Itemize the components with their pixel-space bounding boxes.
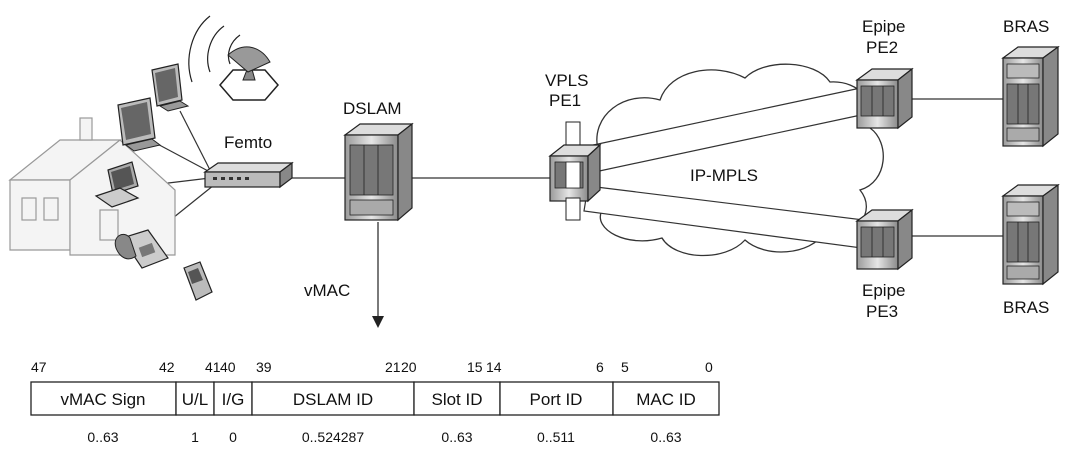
- vmac-field-names: vMAC Sign U/L I/G DSLAM ID Slot ID Port …: [60, 390, 695, 409]
- bit-40: 40: [220, 359, 236, 375]
- bras-bottom-server-icon: [1001, 183, 1060, 286]
- field-range-ul: 1: [191, 429, 199, 445]
- field-range-mac-id: 0..63: [650, 429, 681, 445]
- vpls-pe1-label: PE1: [549, 91, 581, 110]
- femto-label: Femto: [224, 133, 272, 152]
- field-name-port-id: Port ID: [530, 390, 583, 409]
- dslam-icon: [343, 122, 414, 222]
- field-box-mac-id: [612, 381, 720, 416]
- femto-modem-icon: [203, 161, 294, 189]
- field-box-ul: [175, 381, 215, 416]
- bit-21: 21: [385, 359, 401, 375]
- dslam-label: DSLAM: [343, 99, 402, 118]
- field-name-ig: I/G: [222, 390, 245, 409]
- monitor-icon-top: [151, 63, 190, 112]
- bras-top-label: BRAS: [1003, 17, 1049, 36]
- vpls-pe1-router-icon: [548, 121, 602, 221]
- field-range-ig: 0: [229, 429, 237, 445]
- epipe-pe3-label: PE3: [866, 302, 898, 321]
- vmac-label: vMAC: [304, 281, 350, 300]
- field-name-mac-id: MAC ID: [636, 390, 696, 409]
- field-name-vmac-sign: vMAC Sign: [60, 390, 145, 409]
- bit-6: 6: [596, 359, 604, 375]
- monitor-icon-middle: [117, 97, 162, 152]
- field-range-vmac-sign: 0..63: [87, 429, 118, 445]
- bit-47: 47: [31, 359, 47, 375]
- bit-20: 20: [401, 359, 417, 375]
- field-range-port-id: 0..511: [537, 429, 575, 445]
- vpls-label: VPLS: [545, 71, 588, 90]
- bit-15: 15: [467, 359, 483, 375]
- vmac-field-ranges: 0..63 1 0 0..524287 0..63 0..511 0..63: [87, 429, 681, 445]
- vmac-field-table: [30, 381, 720, 416]
- epipe-pe2-label: PE2: [866, 38, 898, 57]
- field-name-ul: U/L: [182, 390, 208, 409]
- field-range-dslam-id: 0..524287: [302, 429, 364, 445]
- epipe-bottom-label: Epipe: [862, 281, 905, 300]
- bit-39: 39: [256, 359, 272, 375]
- satellite-antenna-icon: [188, 15, 279, 101]
- epipe-top-label: Epipe: [862, 17, 905, 36]
- bras-top-server-icon: [1001, 45, 1060, 148]
- bras-bottom-label: BRAS: [1003, 298, 1049, 317]
- laptop-icon: [94, 161, 140, 208]
- field-box-dslam-id: [251, 381, 415, 416]
- epipe-pe3-router-icon: [855, 208, 914, 271]
- field-range-slot-id: 0..63: [441, 429, 472, 445]
- node-labels: Femto DSLAM VPLS PE1 IP-MPLS Epipe PE2 E…: [224, 17, 1049, 321]
- bit-0: 0: [705, 359, 713, 375]
- field-name-dslam-id: DSLAM ID: [293, 390, 373, 409]
- mobile-phone-icon: [183, 261, 213, 301]
- bit-position-labels: 47 42 41 40 39 21 20 15 14 6 5 0: [31, 359, 713, 375]
- desk-phone-icon: [114, 229, 169, 269]
- bit-5: 5: [621, 359, 629, 375]
- epipe-pe2-router-icon: [855, 67, 914, 130]
- field-name-slot-id: Slot ID: [431, 390, 482, 409]
- field-box-ig: [213, 381, 253, 416]
- ip-mpls-label: IP-MPLS: [690, 166, 758, 185]
- bit-41: 41: [205, 359, 221, 375]
- bit-14: 14: [486, 359, 502, 375]
- bit-42: 42: [159, 359, 175, 375]
